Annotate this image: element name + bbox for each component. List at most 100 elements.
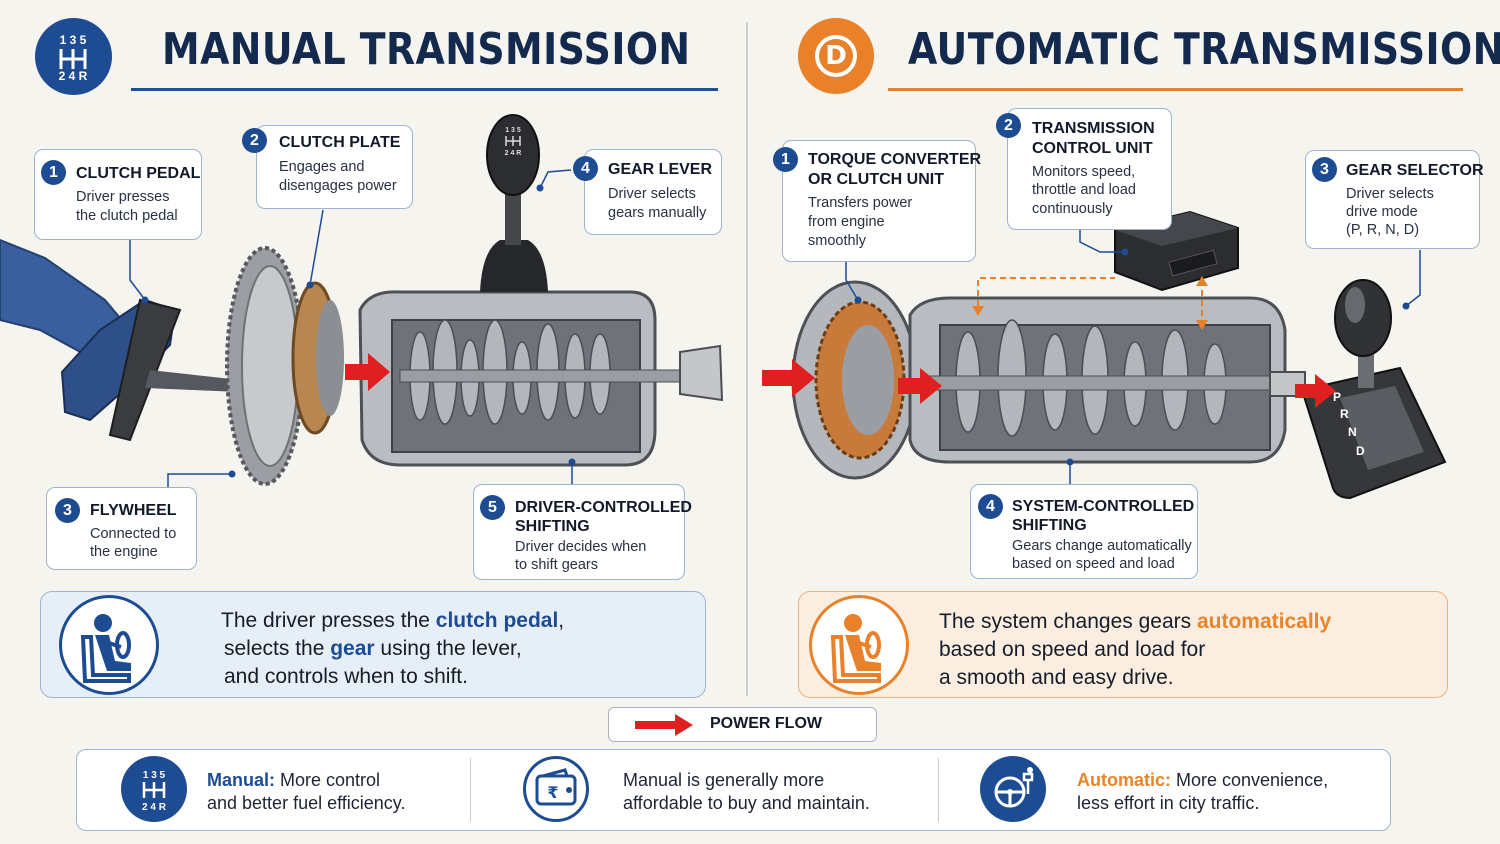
svg-text:2 4 R: 2 4 R bbox=[505, 150, 522, 157]
svg-text:₹: ₹ bbox=[547, 783, 558, 802]
callout-number: 2 bbox=[242, 128, 267, 153]
selector-letter-d: D bbox=[1356, 444, 1365, 458]
callout-title: FLYWHEEL bbox=[90, 502, 177, 519]
callout-body-line: Driver selects bbox=[1346, 186, 1434, 202]
callout-number: 4 bbox=[978, 494, 1003, 519]
highlight-automatically: automatically bbox=[1196, 610, 1332, 633]
callout-body-line: Connected to bbox=[90, 526, 177, 542]
bottom-automatic-line2: less effort in city traffic. bbox=[1077, 793, 1260, 813]
callout-gear-selector: 3 GEAR SELECTOR Driver selects drive mod… bbox=[1305, 150, 1484, 249]
automatic-drive-badge-icon: D bbox=[798, 18, 874, 94]
selector-letter-p: P bbox=[1333, 390, 1341, 404]
callout-title-line2: CONTROL UNIT bbox=[1032, 140, 1153, 157]
automatic-title: AUTOMATIC TRANSMISSION bbox=[908, 24, 1500, 75]
callout-title-line2: SHIFTING bbox=[1012, 517, 1087, 534]
callout-body-line: based on speed and load bbox=[1012, 556, 1175, 572]
manual-summary-line2: selects the gear using the lever, bbox=[224, 637, 522, 660]
callout-body-line: (P, R, N, D) bbox=[1346, 222, 1420, 238]
callout-driver-controlled-shifting: 5 DRIVER-CONTROLLED SHIFTING Driver deci… bbox=[473, 484, 692, 580]
power-flow-arrow-icon bbox=[635, 714, 693, 736]
callout-torque-converter: 1 TORQUE CONVERTER OR CLUTCH UNIT Transf… bbox=[773, 140, 981, 262]
callout-body-line: disengages power bbox=[279, 178, 397, 194]
callout-body-line: to shift gears bbox=[515, 557, 599, 573]
callout-body-line: drive mode bbox=[1346, 204, 1418, 220]
callout-flywheel: 3 FLYWHEEL Connected to the engine bbox=[46, 487, 197, 570]
automatic-title-underline bbox=[888, 88, 1463, 91]
callout-title: DRIVER-CONTROLLED bbox=[515, 499, 692, 516]
wallet-rupee-icon: ₹ bbox=[523, 756, 589, 822]
bottom-manual-line2: and better fuel efficiency. bbox=[207, 793, 406, 813]
automatic-driver-icon bbox=[809, 595, 909, 695]
callout-body-line: Monitors speed, bbox=[1032, 164, 1136, 180]
callout-body-line: the clutch pedal bbox=[76, 208, 178, 224]
callout-clutch-pedal: 1 CLUTCH PEDAL Driver presses the clutch… bbox=[34, 149, 202, 240]
callout-gear-lever: 4 GEAR LEVER Driver selects gears manual… bbox=[573, 149, 722, 235]
bottom-separator bbox=[938, 758, 939, 822]
manual-shift-pattern-icon: 1 3 5 2 4 R bbox=[35, 18, 112, 95]
bottom-manual-line1: Manual: More control bbox=[207, 770, 381, 790]
automatic-summary-line1: The system changes gears automatically bbox=[939, 610, 1332, 633]
comparison-bar: 1 3 5 2 4 R Manual: More control and bet… bbox=[76, 749, 1391, 831]
manual-gear-pattern-icon: 1 3 5 2 4 R bbox=[121, 756, 187, 822]
bottom-automatic-line1: Automatic: More convenience, bbox=[1077, 770, 1329, 790]
svg-text:1 3 5: 1 3 5 bbox=[60, 33, 87, 47]
automatic-drive-letter: D bbox=[825, 41, 847, 71]
callout-body-line: the engine bbox=[90, 544, 158, 560]
bottom-separator bbox=[470, 758, 471, 822]
svg-text:2 4 R: 2 4 R bbox=[59, 69, 88, 83]
callout-body-line: Transfers power bbox=[808, 195, 913, 211]
callout-body-line: continuously bbox=[1032, 201, 1113, 217]
callout-number: 3 bbox=[1312, 157, 1337, 182]
callout-title-line2: OR CLUTCH UNIT bbox=[808, 171, 944, 188]
callout-number: 1 bbox=[773, 147, 798, 172]
callout-title: CLUTCH PLATE bbox=[279, 134, 401, 151]
callout-body-line: Engages and bbox=[279, 159, 365, 175]
callout-clutch-plate: 2 CLUTCH PLATE Engages and disengages po… bbox=[242, 125, 413, 209]
selector-letter-r: R bbox=[1340, 407, 1349, 421]
gear-selector-knob bbox=[1334, 279, 1392, 357]
clutch-pedal-shape bbox=[108, 298, 182, 442]
callout-body-line: throttle and load bbox=[1032, 182, 1136, 198]
gear-lever-boot bbox=[480, 240, 548, 292]
callout-number: 2 bbox=[996, 113, 1021, 138]
callout-body-line: Gears change automatically bbox=[1012, 538, 1192, 554]
callout-title: CLUTCH PEDAL bbox=[76, 165, 201, 182]
bottom-cost-line2: affordable to buy and maintain. bbox=[623, 793, 870, 813]
callout-number: 3 bbox=[55, 498, 80, 523]
automatic-summary-panel: The system changes gears automatically b… bbox=[798, 591, 1448, 698]
highlight-gear: gear bbox=[330, 637, 375, 660]
callout-number: 5 bbox=[480, 495, 505, 520]
manual-power-flow-arrow bbox=[345, 353, 390, 391]
selector-letter-n: N bbox=[1348, 425, 1357, 439]
auto-power-flow-arrow-in bbox=[762, 359, 815, 397]
auto-power-flow-arrow-out bbox=[1295, 374, 1336, 408]
svg-text:1 3 5: 1 3 5 bbox=[143, 770, 166, 781]
callout-number: 4 bbox=[573, 156, 598, 181]
callout-body-line: Driver selects bbox=[608, 186, 696, 202]
manual-title: MANUAL TRANSMISSION bbox=[162, 24, 691, 75]
manual-driver-icon bbox=[59, 595, 159, 695]
manual-summary-line1: The driver presses the clutch pedal, bbox=[221, 609, 565, 632]
highlight-clutch-pedal: clutch pedal bbox=[435, 609, 559, 632]
callout-title: GEAR SELECTOR bbox=[1346, 162, 1484, 179]
callout-system-controlled-shifting: 4 SYSTEM-CONTROLLED SHIFTING Gears chang… bbox=[970, 484, 1198, 579]
automatic-summary-line2: based on speed and load for bbox=[939, 638, 1206, 661]
power-flow-label: POWER FLOW bbox=[710, 715, 822, 732]
manual-summary-panel: The driver presses the clutch pedal, sel… bbox=[40, 591, 706, 698]
callout-title: GEAR LEVER bbox=[608, 161, 713, 178]
callout-body-line: gears manually bbox=[608, 205, 707, 221]
callout-transmission-control-unit: 2 TRANSMISSION CONTROL UNIT Monitors spe… bbox=[996, 108, 1172, 230]
manual-summary-line3: and controls when to shift. bbox=[224, 665, 468, 688]
callout-number: 1 bbox=[41, 160, 66, 185]
callout-title: TORQUE CONVERTER bbox=[808, 151, 982, 168]
gear-lever-knob bbox=[486, 114, 540, 196]
callout-body-line: Driver presses bbox=[76, 189, 170, 205]
center-divider bbox=[746, 22, 748, 696]
callout-title-line2: SHIFTING bbox=[515, 518, 590, 535]
manual-title-underline bbox=[131, 88, 718, 91]
automatic-summary-line3: a smooth and easy drive. bbox=[939, 666, 1174, 689]
callout-title: TRANSMISSION bbox=[1032, 120, 1155, 137]
svg-text:1 3 5: 1 3 5 bbox=[505, 127, 521, 134]
callout-body-line: Driver decides when bbox=[515, 539, 647, 555]
svg-text:2 4 R: 2 4 R bbox=[142, 802, 167, 813]
